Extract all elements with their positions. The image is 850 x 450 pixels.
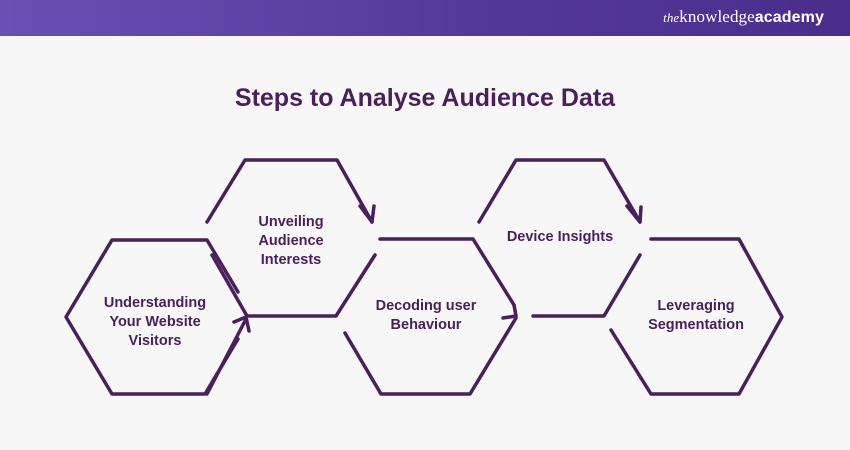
step-label-2: Unveiling Audience Interests bbox=[258, 214, 324, 268]
hexagon-step-1 bbox=[64, 238, 240, 396]
hexagon-step-5 bbox=[609, 237, 784, 396]
brand-logo: theknowledgeacademy bbox=[663, 7, 824, 27]
step-label-5: Leveraging Segmentation bbox=[648, 298, 744, 333]
hexagon-step-3-bottom bbox=[343, 316, 518, 396]
header-bar: theknowledgeacademy bbox=[0, 0, 850, 36]
hexagon-step-4-bottom bbox=[531, 253, 642, 318]
hexagon-step-2 bbox=[205, 158, 374, 224]
brand-knowledge: knowledge bbox=[679, 7, 755, 26]
brand-the: the bbox=[663, 10, 680, 25]
arrowhead-4 bbox=[625, 204, 643, 224]
hexagon-step-4 bbox=[477, 158, 642, 224]
arrow-1 bbox=[205, 317, 248, 396]
step-label-1: Understanding Your Website Visitors bbox=[103, 295, 207, 349]
step-label-3: Decoding user Behaviour bbox=[375, 298, 477, 333]
hexagon-step-3 bbox=[378, 237, 516, 307]
step-label-4: Device Insights bbox=[506, 229, 614, 245]
arrowhead-3 bbox=[501, 303, 518, 320]
arrowhead-2 bbox=[358, 204, 376, 224]
hexagon-step-2-bottom bbox=[210, 253, 377, 318]
brand-academy: academy bbox=[754, 9, 824, 26]
diagram-title: Steps to Analyse Audience Data bbox=[234, 84, 616, 112]
